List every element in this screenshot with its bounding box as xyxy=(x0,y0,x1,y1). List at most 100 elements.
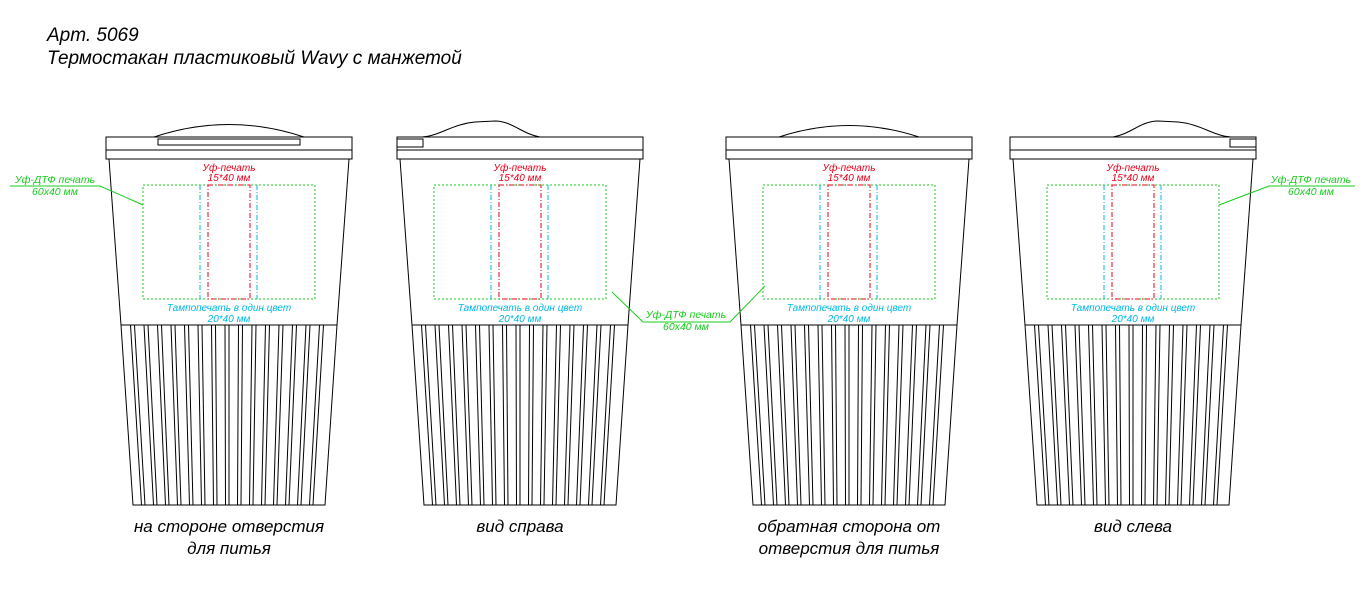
pad-label: Тампопечать в один цвет xyxy=(787,303,911,314)
sleeve-rib xyxy=(588,324,598,506)
sleeve-rib xyxy=(591,324,602,506)
dtf-label: Уф-ДТФ печать xyxy=(645,309,726,321)
sleeve-rib xyxy=(1144,324,1147,506)
view-caption: обратная сторона от xyxy=(758,517,941,536)
sleeve-rib xyxy=(1128,324,1130,506)
sleeve-rib xyxy=(224,324,226,506)
drink-opening xyxy=(396,138,424,148)
dtf-print-area xyxy=(1046,184,1220,300)
uv-print-area xyxy=(498,184,542,300)
sleeve-rib xyxy=(285,324,293,506)
sleeve-rib xyxy=(161,324,170,506)
sleeve-rib xyxy=(1189,324,1197,506)
sleeve-rib xyxy=(515,324,517,506)
sleeve-rib xyxy=(781,324,790,506)
sleeve-rib xyxy=(1119,324,1122,506)
sleeve-rib xyxy=(506,324,509,506)
view-caption-line-2: отверстия для питья xyxy=(759,539,940,558)
sleeve-rib xyxy=(763,324,774,506)
uv-print-area xyxy=(207,184,251,300)
dtf-leader-line xyxy=(611,285,766,323)
sleeve-rib xyxy=(434,324,445,506)
sleeve-rib xyxy=(750,324,762,506)
sleeve-rib xyxy=(1115,324,1118,506)
sleeve-rib xyxy=(184,324,190,506)
sleeve-rib xyxy=(425,324,437,506)
sleeve-rib xyxy=(261,324,266,506)
sleeve-rib xyxy=(893,324,900,506)
sleeve-rib xyxy=(767,324,778,506)
dtf-size: 60x40 мм xyxy=(663,321,709,333)
lid-dome xyxy=(778,125,920,138)
article-number: Арт. 5069 xyxy=(47,25,139,46)
sleeve-rib xyxy=(461,324,469,506)
pad-label: Тампопечать в один цвет xyxy=(167,303,291,314)
sleeve-rib xyxy=(197,324,202,506)
sleeve-rib xyxy=(134,324,146,506)
dtf-print-area xyxy=(762,184,936,300)
sleeve-rib xyxy=(240,324,243,506)
drink-opening xyxy=(157,138,301,146)
sleeve-rib xyxy=(288,324,297,506)
sleeve-rib xyxy=(896,324,904,506)
sleeve-rib xyxy=(908,324,917,506)
dtf-print-area xyxy=(433,184,607,300)
sleeve-rib xyxy=(835,324,838,506)
sleeve-rib xyxy=(552,324,557,506)
sleeve-rib xyxy=(777,324,786,506)
lid-rim xyxy=(725,136,973,151)
sleeve-rib xyxy=(932,324,944,506)
lid-band xyxy=(725,149,973,160)
sleeve-rib xyxy=(312,324,324,506)
pad-size: 20*40 мм xyxy=(498,314,542,325)
sleeve-rib xyxy=(1180,324,1188,506)
sleeve-rib xyxy=(564,324,571,506)
sleeve-rib xyxy=(438,324,449,506)
sleeve-rib xyxy=(1192,324,1201,506)
uv-label: Уф-печать xyxy=(1106,162,1160,174)
lid-band xyxy=(105,149,353,160)
dtf-label: Уф-ДТФ печать xyxy=(1270,174,1351,186)
dtf-size: 60x40 мм xyxy=(1288,186,1334,198)
uv-size: 15*40 мм xyxy=(828,173,871,184)
dtf-print-area xyxy=(142,184,316,300)
sleeve-rib xyxy=(421,324,433,506)
pad-size: 20*40 мм xyxy=(827,314,871,325)
view-caption-line-2: для питья xyxy=(187,539,271,558)
sleeve-rib xyxy=(1201,324,1211,506)
sleeve-rib xyxy=(1051,324,1062,506)
sleeve-rib xyxy=(754,324,766,506)
sleeve-rib xyxy=(881,324,886,506)
sleeve-rib xyxy=(1141,324,1143,506)
sleeve-rib xyxy=(1177,324,1184,506)
lid-rim xyxy=(396,136,644,151)
sleeve-rib xyxy=(143,324,154,506)
sleeve-rib xyxy=(905,324,913,506)
sleeve-rib xyxy=(1038,324,1050,506)
sleeve-rib xyxy=(804,324,810,506)
sleeve-rib xyxy=(831,324,834,506)
sleeve-rib xyxy=(857,324,859,506)
sleeve-rib xyxy=(1074,324,1082,506)
view-caption: вид слева xyxy=(1094,517,1172,536)
view-caption: на стороне отверстия xyxy=(134,517,324,536)
sleeve-rib xyxy=(603,324,615,506)
dtf-label: Уф-ДТФ печать xyxy=(14,174,95,186)
pad-size: 20*40 мм xyxy=(207,314,251,325)
lid-dome xyxy=(421,120,541,138)
sleeve-rib xyxy=(576,324,584,506)
dtf-leader-line xyxy=(1218,185,1355,206)
sleeve-rib xyxy=(600,324,611,506)
sleeve-rib xyxy=(297,324,307,506)
sleeve-rib xyxy=(300,324,311,506)
sleeve-rib xyxy=(860,324,863,506)
sleeve-rib xyxy=(1078,324,1086,506)
sleeve-rib xyxy=(1156,324,1161,506)
sleeve-rib xyxy=(794,324,802,506)
view-caption: вид справа xyxy=(476,517,563,536)
sleeve-rib xyxy=(502,324,505,506)
